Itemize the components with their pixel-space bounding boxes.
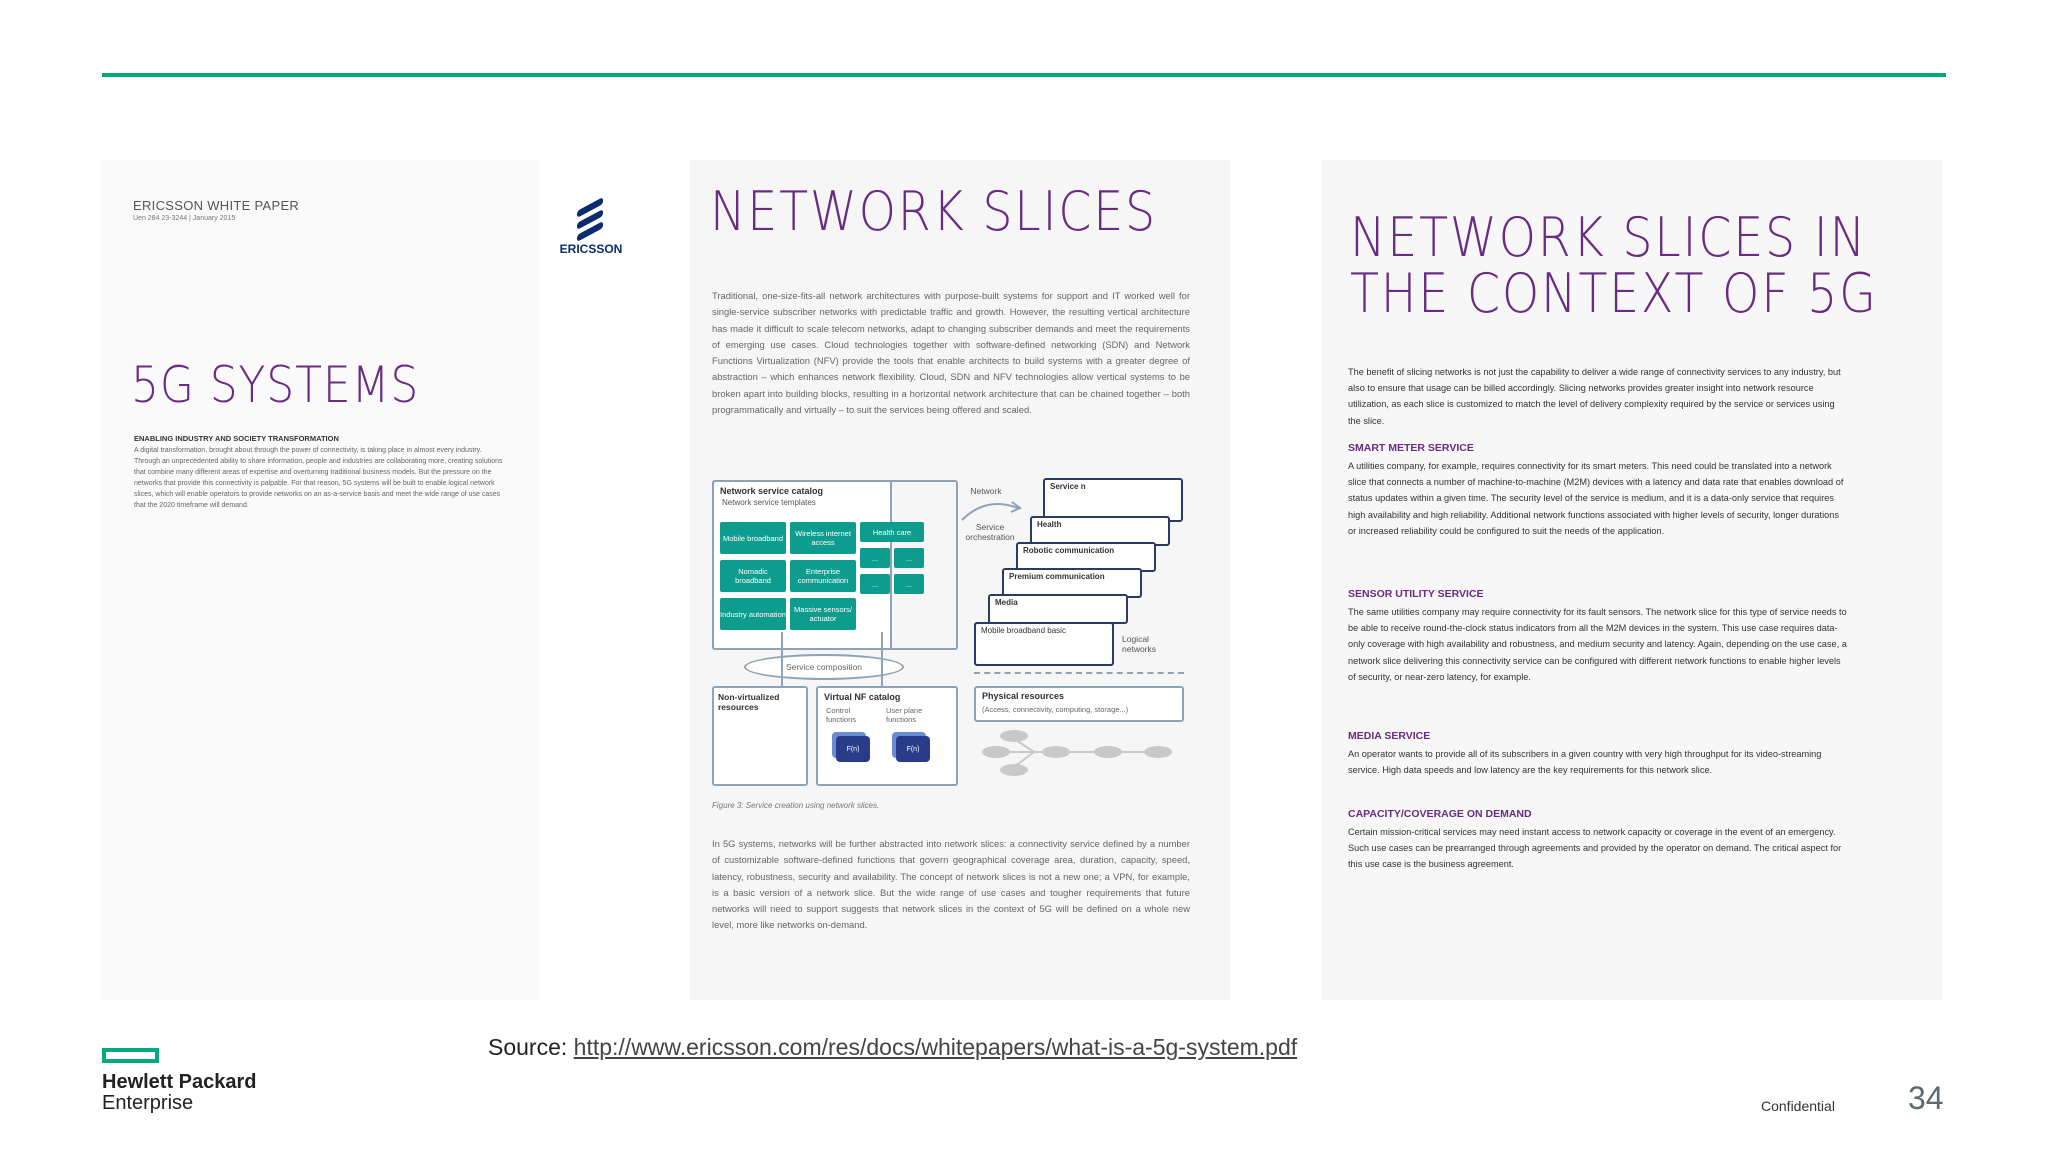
catalog-title: Network service catalog [720, 486, 824, 496]
network-slices-body: In 5G systems, networks will be further … [712, 838, 1190, 931]
tile-nomadic-broadband: Nomadic broadband [720, 560, 786, 592]
slice-robotic: Robotic communication [1016, 542, 1156, 572]
tile-more: ... [860, 574, 890, 594]
source-label: Source: [488, 1034, 574, 1060]
page3-intro: The benefit of slicing networks is not j… [1348, 367, 1841, 426]
physical-resources-sub: (Access, connectivity, computing, storag… [982, 705, 1129, 714]
orchestration-arrow-icon [961, 501, 1022, 521]
catalog-subtitle: Network service templates [722, 498, 816, 507]
tile-mobile-broadband: Mobile broadband [720, 522, 786, 554]
orchestration-label: Service orchestration [965, 522, 1015, 542]
ericsson-wordmark: ERICSSON [559, 242, 623, 256]
sensor-utility-text: The same utilities company may require c… [1348, 607, 1847, 682]
ericsson-logo: ERICSSON [556, 196, 626, 260]
ericsson-logo-icon [573, 197, 607, 242]
source-citation: Source: http://www.ericsson.com/res/docs… [488, 1034, 1297, 1061]
smart-meter-text: A utilities company, for example, requir… [1348, 461, 1844, 536]
whitepaper-id: Uen 284 23-3244 | January 2015 [133, 215, 236, 222]
virtual-nf-catalog: Virtual NF catalog Control functions Use… [816, 686, 958, 786]
tile-massive-sensors: Massive sensors/ actuator [790, 598, 856, 630]
page3-title-line1: NETWORK SLICES IN [1350, 206, 1867, 269]
user-plane-nf-icon: F(n) [896, 736, 930, 762]
header-rule [102, 73, 1946, 77]
tile-more: ... [894, 548, 924, 568]
vnf-catalog-title: Virtual NF catalog [824, 692, 901, 702]
tile-wireless-internet: Wireless internet access [790, 522, 856, 554]
sensor-utility-heading: SENSOR UTILITY SERVICE [1348, 588, 1484, 600]
brand-subname: Enterprise [102, 1092, 194, 1114]
tile-health-care: Health care [860, 522, 924, 542]
cover-body-text: A digital transformation, brought about … [134, 447, 503, 509]
network-slices-page: NETWORK SLICES Traditional, one-size-fit… [690, 160, 1230, 1000]
control-functions-label: Control functions [826, 706, 857, 724]
page3-title: NETWORK SLICES IN THE CONTEXT OF 5G [1350, 210, 1878, 322]
confidential-label: Confidential [1761, 1098, 1835, 1114]
whitepaper-cover-page: ERICSSON WHITE PAPER Uen 284 23-3244 | J… [100, 160, 540, 1000]
network-slices-intro: Traditional, one-size-fits-all network a… [712, 290, 1190, 416]
user-plane-label: User plane functions [886, 706, 923, 724]
page3-title-line2: THE CONTEXT OF 5G [1350, 262, 1878, 325]
catalog-frame [712, 480, 958, 650]
media-service-heading: MEDIA SERVICE [1348, 730, 1431, 742]
physical-resources: Physical resources (Access, connectivity… [974, 686, 1184, 722]
hpe-logo-icon [102, 1048, 159, 1063]
tile-more: ... [894, 574, 924, 594]
service-creation-figure: Network service catalog Network service … [712, 476, 1190, 786]
tile-industry-automation: Industry automation [720, 598, 786, 630]
whitepaper-label: ERICSSON WHITE PAPER [133, 198, 300, 213]
brand-name: Hewlett Packard [102, 1071, 257, 1093]
service-composition: Service composition [744, 654, 904, 680]
media-service-text: An operator wants to provide all of its … [1348, 749, 1822, 776]
smart-meter-heading: SMART METER SERVICE [1348, 442, 1474, 454]
capacity-text: Certain mission-critical services may ne… [1348, 827, 1842, 870]
cover-section-heading: ENABLING INDUSTRY AND SOCIETY TRANSFORMA… [134, 434, 339, 443]
logical-networks-label: Logical networks [1122, 634, 1157, 654]
tile-more: ... [860, 548, 890, 568]
non-virtualized-resources: Non-virtualized resources [712, 686, 808, 786]
slice-mobile-broadband-basic: Mobile broadband basic [974, 622, 1114, 666]
network-slices-title: NETWORK SLICES [710, 180, 1157, 243]
cover-title: 5G SYSTEMS [131, 356, 420, 414]
network-label: Network [970, 486, 1002, 496]
figure-caption: Figure 3: Service creation using network… [712, 801, 880, 810]
non-virtualized-label: Non-virtualized resources [718, 692, 780, 712]
network-slices-5g-page: NETWORK SLICES IN THE CONTEXT OF 5G The … [1322, 160, 1942, 1000]
physical-network-icon [982, 730, 1172, 776]
page-number: 34 [1908, 1080, 1944, 1116]
physical-resources-title: Physical resources [982, 691, 1065, 701]
control-nf-icon: F(n) [836, 736, 870, 762]
tile-enterprise-communication: Enterprise communication [790, 560, 856, 592]
divider [974, 672, 1184, 674]
slice-service-n: Service n [1043, 478, 1183, 522]
slice-media: Media [988, 594, 1128, 624]
source-link[interactable]: http://www.ericsson.com/res/docs/whitepa… [573, 1034, 1298, 1060]
capacity-heading: CAPACITY/COVERAGE ON DEMAND [1348, 808, 1532, 820]
